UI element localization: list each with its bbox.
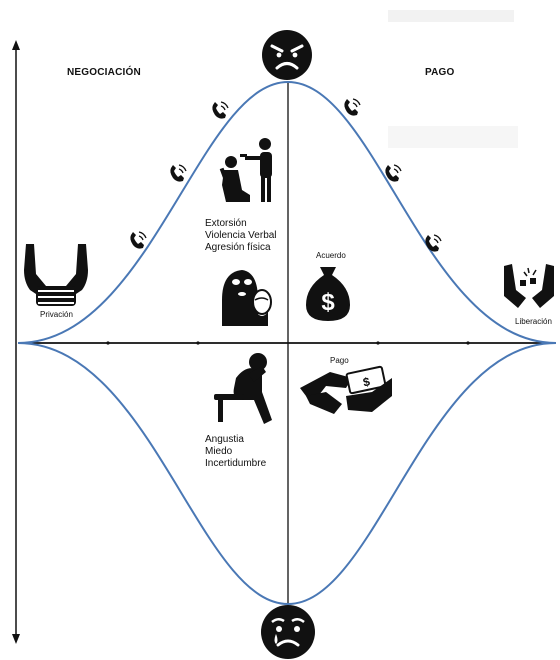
svg-text:$: $ (321, 289, 335, 316)
negotiation-header: NEGOCIACIÓN (67, 67, 141, 78)
phone-call-icon (169, 164, 187, 183)
broken-chains-icon (504, 264, 554, 308)
tied-hands-icon (24, 244, 88, 306)
angry-face-icon (262, 30, 312, 80)
upper-effect-item: Extorsión (205, 218, 247, 229)
svg-text:$: $ (362, 374, 372, 389)
phone-call-icon (424, 234, 442, 253)
payment-label: Pago (330, 356, 349, 365)
distressed-person-icon (214, 353, 272, 424)
background-stripe (388, 10, 514, 22)
phone-call-icon (211, 101, 229, 120)
crying-face-icon (261, 605, 315, 659)
agreement-label: Acuerdo (316, 251, 346, 260)
background-stripe (388, 126, 518, 148)
lower-effect-item: Miedo (205, 446, 233, 457)
upper-curve (17, 80, 557, 344)
axis-ticks (106, 341, 470, 345)
masked-captor-icon (222, 270, 272, 326)
money-bag-icon: $ (306, 267, 350, 321)
vertical-axis-arrow-down (12, 634, 20, 644)
phone-call-icon (129, 231, 147, 250)
gunpoint-threat-icon (219, 138, 272, 202)
lower-effect-item: Incertidumbre (205, 458, 267, 469)
payment-header: PAGO (425, 67, 455, 78)
upper-effect-item: Agresión física (205, 242, 271, 253)
lower-curve (17, 342, 557, 606)
upper-effects-list: Extorsión Violencia Verbal Agresión físi… (205, 218, 277, 254)
phone-call-icon (384, 164, 402, 183)
upper-effect-item: Violencia Verbal (205, 230, 277, 241)
lower-effects-list: Angustia Miedo Incertidumbre (205, 434, 266, 470)
stage-end-label: Liberación (515, 317, 552, 326)
lower-effect-item: Angustia (205, 434, 244, 445)
vertical-axis-arrow-up (12, 40, 20, 50)
stage-start-label: Privación (40, 310, 73, 319)
money-handover-icon: $ (300, 365, 392, 414)
phone-call-icon (343, 98, 361, 117)
